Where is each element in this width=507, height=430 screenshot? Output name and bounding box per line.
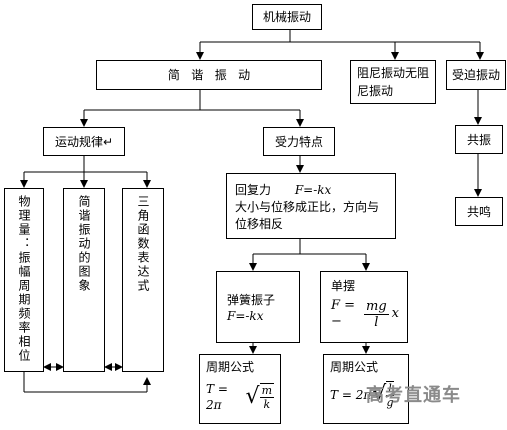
pendulum-fraction-denominator: l — [374, 314, 379, 330]
force-feature-node: 受力特点 — [263, 127, 335, 156]
restoring-force-description: 大小与位移成正比，方向与位移相反 — [235, 200, 380, 231]
spring-period-numerator: m — [259, 384, 274, 398]
pendulum-period-numerator: l — [386, 382, 394, 396]
shm-graph-label: 简谐振动的图象 — [77, 195, 91, 293]
sqrt-sign-icon: √ — [245, 384, 260, 409]
spring-period-fraction: m k — [259, 383, 274, 411]
damped-node: 阻尼振动无阻尼振动 — [350, 60, 436, 104]
pendulum-formula-lhs: F = − — [331, 298, 356, 329]
force-feature-label: 受力特点 — [274, 134, 323, 149]
motion-law-label: 运动规律↵ — [54, 134, 114, 149]
restoring-force-node: 回复力 F=-kx 大小与位移成正比，方向与位移相反 — [226, 173, 396, 239]
pendulum-force-formula: F = − mg l x — [331, 298, 399, 330]
pendulum-period-node: 周期公式 T = 2π √ l g — [323, 354, 409, 424]
motion-law-node: 运动规律↵ — [43, 127, 125, 156]
pendulum-label: 单摆 — [331, 279, 356, 293]
forced-label: 受迫振动 — [451, 68, 500, 82]
root-node: 机械振动 — [252, 4, 322, 30]
spring-oscillator-node: 弹簧振子 F=-kx — [216, 271, 300, 343]
spring-period-label: 周期公式 — [206, 360, 255, 374]
sqrt-sign-icon: √ — [372, 382, 387, 407]
spring-force-formula: F=-kx — [227, 309, 264, 323]
pendulum-period-formula: T = 2π √ l g — [330, 381, 402, 409]
pendulum-period-label: 周期公式 — [330, 360, 379, 374]
simple-harmonic-node: 简 谐 振 动 — [96, 60, 322, 90]
restoring-force-formula: F=-kx — [294, 183, 332, 197]
sympathetic-resonance-node: 共鸣 — [455, 197, 503, 226]
spring-period-formula: T = 2π √ m k — [206, 381, 274, 413]
pendulum-period-lhs: T = 2π — [330, 388, 372, 402]
pendulum-fraction-numerator: mg — [364, 298, 389, 315]
physical-quantities-label: 物理量：振幅周期频率相位 — [17, 195, 31, 363]
pendulum-period-denominator: g — [386, 396, 394, 409]
resonance-node: 共振 — [455, 125, 503, 154]
damped-label: 阻尼振动无阻尼振动 — [357, 66, 430, 98]
pendulum-period-fraction: l g — [386, 381, 394, 409]
spring-period-lhs: T = 2π — [206, 382, 228, 412]
forced-node: 受迫振动 — [446, 60, 506, 90]
trig-expression-label: 三角函数表达式 — [136, 195, 150, 293]
pendulum-fraction: mg l — [364, 299, 389, 330]
spring-period-node: 周期公式 T = 2π √ m k — [199, 354, 281, 424]
pendulum-node: 单摆 F = − mg l x — [320, 271, 408, 343]
trig-expression-node: 三角函数表达式 — [122, 188, 164, 372]
sympathetic-resonance-label: 共鸣 — [466, 204, 491, 219]
pendulum-formula-variable: x — [391, 306, 399, 321]
simple-harmonic-label: 简 谐 振 动 — [167, 68, 251, 82]
spring-oscillator-label: 弹簧振子 — [227, 293, 276, 307]
root-label: 机械振动 — [262, 10, 311, 24]
watermark: 高考直通车 — [366, 385, 461, 406]
spring-period-denominator: k — [263, 398, 271, 411]
restoring-force-label: 回复力 — [235, 183, 272, 197]
shm-graph-node: 简谐振动的图象 — [63, 188, 105, 372]
physical-quantities-node: 物理量：振幅周期频率相位 — [4, 188, 44, 372]
resonance-label: 共振 — [466, 132, 491, 147]
